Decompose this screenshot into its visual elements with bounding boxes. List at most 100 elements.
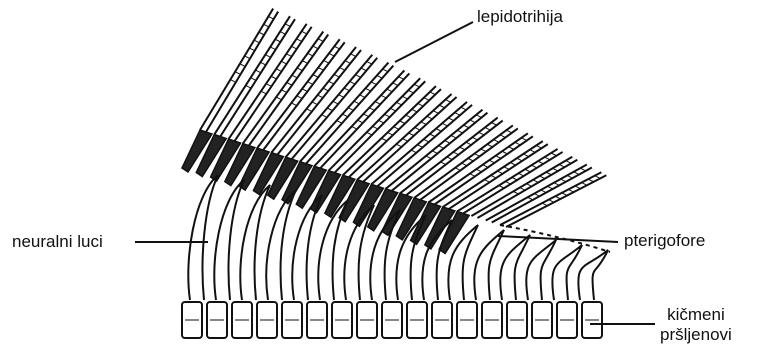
fin-ray-segment bbox=[536, 145, 542, 148]
fin-ray-segment bbox=[457, 130, 463, 133]
fin-ray-segment bbox=[438, 146, 444, 149]
fin-ray bbox=[457, 149, 562, 213]
fin-ray-segment bbox=[415, 127, 421, 130]
fin-ray-segment bbox=[588, 179, 594, 182]
fin-ray-segment bbox=[505, 181, 511, 184]
neural-arch bbox=[474, 230, 504, 300]
fin-ray-segment bbox=[439, 105, 445, 108]
fin-ray-segment bbox=[500, 135, 506, 138]
fin-ray-segment bbox=[528, 197, 534, 200]
fin-ray-segment bbox=[562, 193, 568, 196]
fin-ray-segment bbox=[559, 164, 565, 167]
fin-ray-segment bbox=[464, 125, 470, 128]
fin-ray-segment bbox=[402, 139, 408, 142]
fin-ray-segment bbox=[521, 138, 527, 141]
neural-arch bbox=[552, 245, 582, 300]
fin-ray-segment bbox=[491, 122, 497, 125]
fin-ray-segment bbox=[466, 142, 472, 145]
fin-rays-lepidotrichia bbox=[200, 9, 610, 252]
label-vertebrae-line1: kičmeni bbox=[667, 305, 725, 324]
fin-ray-segment bbox=[530, 150, 536, 153]
fin-ray-segment bbox=[567, 175, 573, 178]
fin-ray-segment bbox=[472, 137, 478, 140]
neural-arch bbox=[526, 240, 556, 300]
fin-ray-segment bbox=[504, 167, 510, 170]
fin-ray-segment bbox=[400, 121, 406, 124]
fin-ray-segment bbox=[432, 151, 438, 154]
fin-ray-edge bbox=[300, 63, 388, 162]
fin-ray-segment bbox=[447, 157, 453, 160]
fin-ray-segment bbox=[476, 169, 482, 172]
label-vertebrae-line2: pršljenovi bbox=[660, 325, 732, 344]
fin-ray-segment bbox=[411, 150, 417, 153]
fin-ray-segment bbox=[461, 107, 467, 110]
fin-ray bbox=[471, 157, 577, 218]
fin-ray-segment bbox=[554, 183, 560, 186]
fin-ray-segment bbox=[484, 180, 490, 183]
label-pterygiophores: pterigofore bbox=[624, 231, 705, 251]
fin-ray-segment bbox=[430, 92, 436, 95]
fin-ray-segment bbox=[455, 113, 461, 116]
fin-ray-segment bbox=[445, 141, 451, 144]
label-lepidotrichia: lepidotrihija bbox=[477, 7, 563, 27]
fin-ray-segment bbox=[487, 144, 493, 147]
fin-ray-segment bbox=[427, 116, 433, 119]
fin-ray-edge bbox=[206, 12, 278, 132]
fin-ray-edge bbox=[314, 70, 404, 166]
fin-ray-segment bbox=[502, 151, 508, 154]
neural-arch bbox=[500, 235, 530, 300]
fin-ray-segment bbox=[409, 133, 415, 136]
fin-ray-segment bbox=[525, 169, 531, 172]
fin-ray-segment bbox=[513, 191, 519, 194]
fin-ray-segment bbox=[496, 156, 502, 159]
fin-ray-segment bbox=[483, 165, 489, 168]
fin-ray-segment bbox=[509, 147, 515, 150]
fin-ray-segment bbox=[470, 174, 476, 177]
fin-ray-segment bbox=[412, 109, 418, 112]
fin-ray-segment bbox=[517, 158, 523, 161]
fin-ray-segment bbox=[546, 172, 552, 175]
fin-ray-segment bbox=[575, 186, 581, 189]
fin-ray-segment bbox=[494, 140, 500, 143]
fin-ray-segment bbox=[497, 171, 503, 174]
fin-ray-segment bbox=[582, 183, 588, 186]
fin-ray-segment bbox=[520, 188, 526, 191]
fin-ray-segment bbox=[523, 154, 529, 157]
fin-ray-segment bbox=[538, 161, 544, 164]
fin-ray-segment bbox=[448, 118, 454, 121]
label-vertebrae: kičmeni pršljenovi bbox=[660, 305, 732, 345]
fin-ray-segment bbox=[468, 158, 474, 161]
fin-ray-segment bbox=[441, 162, 447, 165]
fin-ray-segment bbox=[547, 186, 553, 189]
fin-ray-segment bbox=[430, 134, 436, 137]
fin-ray-segment bbox=[460, 147, 466, 150]
fin-ray-segment bbox=[470, 120, 476, 123]
fin-ray bbox=[229, 24, 312, 141]
fin-ray-segment bbox=[561, 179, 567, 182]
fin-ray-segment bbox=[474, 154, 480, 157]
fin-ray-segment bbox=[540, 176, 546, 179]
fin-ray-segment bbox=[417, 145, 423, 148]
fin-ray-segment bbox=[476, 115, 482, 118]
fin-ray-segment bbox=[515, 142, 521, 145]
fin-ray-segment bbox=[534, 194, 540, 197]
fin-ray-segment bbox=[531, 165, 537, 168]
fin-ray-segment bbox=[553, 168, 559, 171]
fin-ray-segment bbox=[421, 122, 427, 125]
fin-ray-segment bbox=[568, 189, 574, 192]
fin-ray-segment bbox=[574, 172, 580, 175]
fin-ray-segment bbox=[406, 115, 412, 118]
fin-ray bbox=[200, 9, 278, 132]
fin-ray-segment bbox=[418, 103, 424, 106]
fin-ray bbox=[214, 16, 295, 136]
fin-ray-segment bbox=[481, 149, 487, 152]
fin-ray-segment bbox=[445, 100, 451, 103]
fin-ray-segment bbox=[424, 139, 430, 142]
fin-ray-segment bbox=[595, 176, 601, 179]
fin-ray-segment bbox=[479, 132, 485, 135]
fin-ray-segment bbox=[462, 163, 468, 166]
fin-ray-segment bbox=[518, 173, 524, 176]
fin-ray-segment bbox=[394, 127, 400, 130]
fin-ray-segment bbox=[555, 196, 561, 199]
fin-ray-segment bbox=[436, 129, 442, 132]
